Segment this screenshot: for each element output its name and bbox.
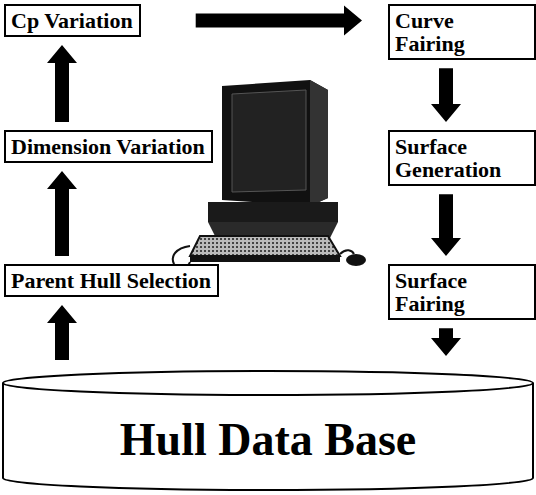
arrow-shape	[47, 171, 77, 256]
process-box: Curve Fairing	[388, 4, 536, 60]
box-label: Surface Fairing	[395, 269, 528, 315]
flow-arrow	[431, 68, 461, 122]
box-label: Cp Variation	[11, 9, 133, 32]
box-label: Surface Generation	[395, 135, 528, 181]
process-box: Surface Generation	[388, 130, 536, 186]
flow-arrow	[47, 305, 77, 360]
process-box: Parent Hull Selection	[4, 264, 219, 297]
arrow-shape	[431, 68, 461, 122]
flow-arrow	[431, 328, 461, 356]
database-label: Hull Data Base	[2, 416, 534, 464]
box-label: Dimension Variation	[11, 135, 205, 158]
database-cylinder: Hull Data Base	[2, 370, 534, 492]
computer-illustration	[160, 78, 380, 278]
arrow-shape	[196, 6, 362, 36]
flow-arrow	[431, 194, 461, 256]
arrow-shape	[431, 328, 461, 356]
process-box: Surface Fairing	[388, 264, 536, 320]
arrow-shape	[47, 305, 77, 360]
process-box: Cp Variation	[4, 4, 141, 37]
flow-arrow	[196, 6, 362, 36]
flow-arrow	[47, 45, 77, 122]
box-label: Curve Fairing	[395, 9, 528, 55]
flow-arrow	[47, 171, 77, 256]
arrow-shape	[47, 45, 77, 122]
box-label: Parent Hull Selection	[11, 269, 211, 292]
process-box: Dimension Variation	[4, 130, 213, 163]
arrow-shape	[431, 194, 461, 256]
